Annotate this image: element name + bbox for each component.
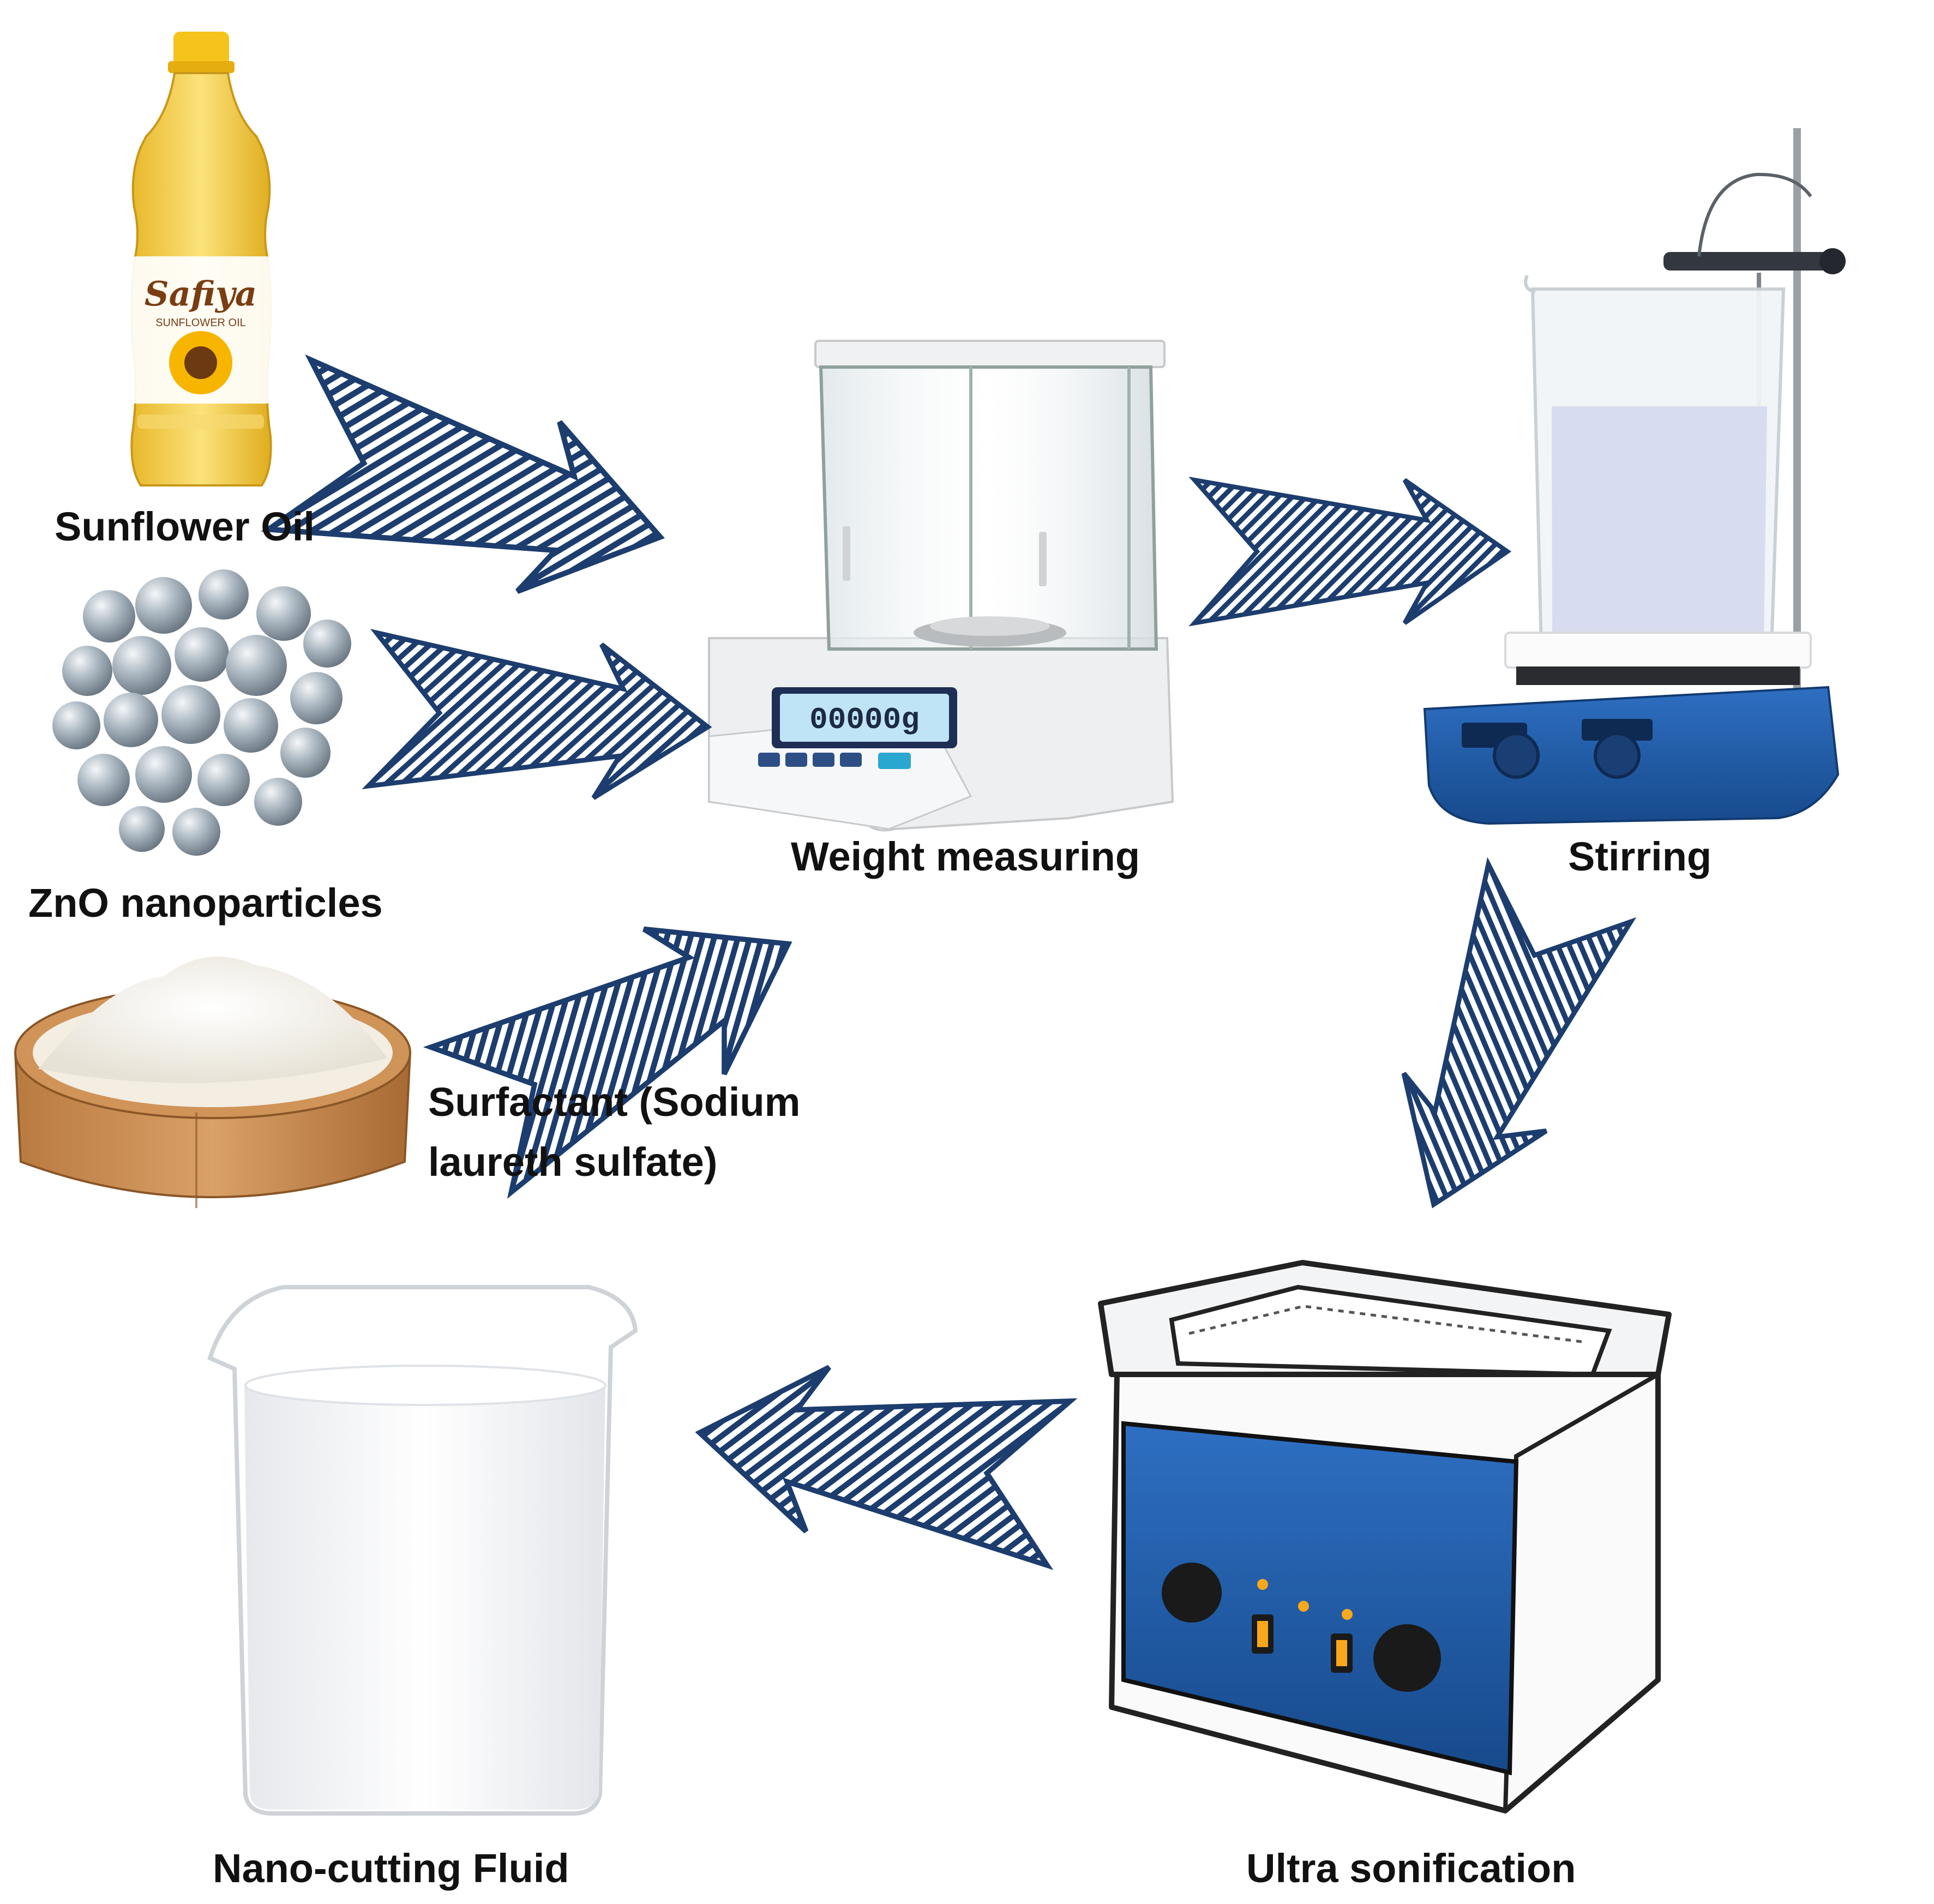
analytical-balance-icon: 00000g [708,340,1174,832]
surfactant-bowl-icon [14,957,412,1208]
label-zno-nanoparticles: ZnO nanoparticles [28,880,383,926]
label-nano-cutting-fluid: Nano-cutting Fluid [213,1846,569,1891]
label-surfactant-line1: Surfactant (Sodium [428,1079,801,1125]
arrow-balance-to-stirring [1194,480,1507,623]
ultrasonic-bath-icon [1098,1260,1672,1813]
label-surfactant-line2: laureth sulfate) [428,1139,718,1185]
hatched-arrow-icon [1194,480,1507,623]
arrow-sonication-to-fluid [688,1350,1070,1565]
bottle-product: SUNFLOWER OIL [155,317,246,329]
arrow-stirring-to-sonication [1362,864,1631,1234]
hatched-arrow-icon [688,1350,1070,1565]
sunflower-icon [169,331,232,394]
bottle-brand: Safiya [145,274,257,314]
arrow-oil-to-balance [269,360,682,622]
hatched-arrow-icon [368,633,712,803]
oil-bottle-icon: Safiya SUNFLOWER OIL [129,32,274,486]
zno-particles-icon [52,569,351,856]
arrow-zno-to-balance [368,633,712,803]
beaker-icon [207,1285,638,1816]
hatched-arrow-icon [1362,864,1631,1234]
label-ultra-sonification: Ultra sonification [1246,1846,1576,1891]
balance-display: 00000g [809,702,920,737]
label-stirring: Stirring [1568,834,1712,879]
label-weight-measuring: Weight measuring [791,834,1140,879]
label-sunflower-oil: Sunflower Oil [55,504,315,549]
hatched-arrow-icon [269,360,682,622]
magnetic-stirrer-icon [1423,128,1846,825]
